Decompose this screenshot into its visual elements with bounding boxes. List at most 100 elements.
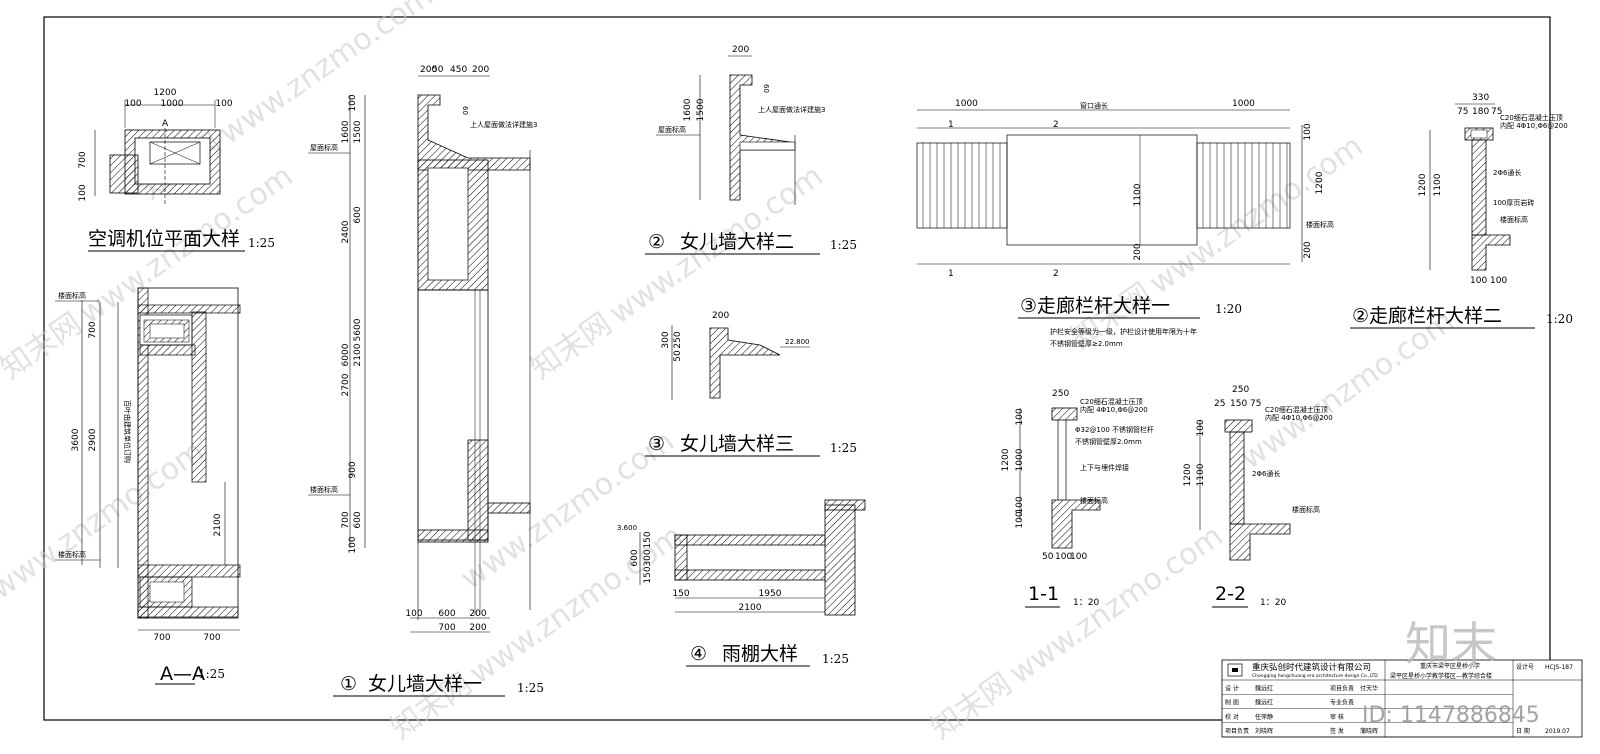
note-text: 上人屋面做法详建施3 xyxy=(470,120,537,129)
railing-detail-2: 330 75 180 75 C20细石混凝土压顶 内配 4Φ10,Φ6@200 … xyxy=(1350,93,1573,329)
note-text: 2Φ6通长 xyxy=(1252,469,1280,478)
note-text: C20细石混凝土压顶 xyxy=(1080,397,1143,406)
dim-label: 100 xyxy=(1070,552,1087,562)
dim-label: 1100 xyxy=(1133,183,1143,206)
title-block-cell: 魏远红 xyxy=(1255,699,1273,707)
level-label: 22.800 xyxy=(785,338,810,346)
dim-label: 窗口通长 xyxy=(1080,101,1108,110)
dim-label: 2700 xyxy=(341,373,351,396)
level-label: 屋面标高 xyxy=(310,143,338,152)
watermark-text: www.znzmo.com xyxy=(1235,304,1461,477)
detail-title: 女儿墙大样二 xyxy=(680,231,794,253)
dim-label: 50 xyxy=(1042,552,1054,562)
dim-label: 100 xyxy=(348,536,358,553)
section-1-1: 250 C20细石混凝土压顶 内配 4Φ10,Φ6@200 Φ32@100 不锈… xyxy=(1001,389,1154,608)
dim-label: 300 xyxy=(661,331,671,348)
dim-label: 1600 xyxy=(683,98,693,121)
level-label: 楼面标高 xyxy=(58,291,86,300)
drawing-no: HCJS-187 xyxy=(1545,664,1573,671)
level-label: 楼面标高 xyxy=(1292,505,1320,514)
title-block-cell: 刘晓辉 xyxy=(1255,727,1273,735)
railing-detail-1: 1000 1000 窗口通长 1 2 1 2 100 1200 1100 200… xyxy=(916,99,1334,348)
grid-label: 1 xyxy=(948,269,954,279)
dim-label: 700 xyxy=(341,511,351,528)
dim-label: 6000 xyxy=(341,343,351,366)
note-text: 百叶由建筑单位订购 xyxy=(123,400,132,463)
dim-label: 60 xyxy=(461,106,469,115)
title-block-cell: 设 计 xyxy=(1225,684,1239,692)
dim-label: 100 xyxy=(1015,496,1025,513)
dim-label: 100 xyxy=(1490,276,1507,286)
grid-label: 2 xyxy=(1053,120,1059,130)
dim-label: 250 xyxy=(1052,389,1069,399)
dim-label: 600 xyxy=(630,549,640,566)
grid-label: 1 xyxy=(948,120,954,130)
detail-title: A—A xyxy=(160,663,205,685)
dim-label: 200 xyxy=(469,609,486,619)
dim-label: 25 xyxy=(1214,399,1225,409)
title-block-cell: 审 核 xyxy=(1330,713,1344,721)
level-label: 楼面标高 xyxy=(1306,220,1334,229)
title-block-cell: 项目负责 xyxy=(1225,727,1249,735)
detail-scale: 1:25 xyxy=(198,667,225,681)
detail-scale: 1:25 xyxy=(822,652,849,666)
dim-label: 150 xyxy=(1230,399,1247,409)
detail-scale: 1:20 xyxy=(1546,312,1573,326)
dim-label: 1500 xyxy=(696,98,706,121)
dim-label: 50 xyxy=(432,65,444,75)
dim-label: 180 xyxy=(1472,107,1489,117)
dim-label: 75 xyxy=(1491,107,1502,117)
dim-label: 2900 xyxy=(88,428,98,451)
dim-label: 150 xyxy=(643,566,653,583)
note-text: 内配 4Φ10,Φ6@200 xyxy=(1265,413,1333,422)
ac-plan-detail: 1200 100 1000 100 700 100 A 空调机位平面大样 1:2… xyxy=(78,88,275,252)
dim-label: 1200 xyxy=(1315,171,1325,194)
detail-number: ① xyxy=(340,673,357,695)
dim-label: 250 xyxy=(1232,385,1249,395)
parapet-detail-3: 200 300 250 50 22.800 ③ 女儿墙大样三 1:25 xyxy=(645,311,857,457)
note-text: 上人屋面做法详建施3 xyxy=(758,105,825,114)
watermark-id: ID: 1147886845 xyxy=(1362,703,1540,728)
dim-label: 200 xyxy=(1133,243,1143,260)
dim-label: 100 xyxy=(348,94,358,111)
project-name: 梁平区星桥小学教学楼区—教学综合楼 xyxy=(1390,672,1492,680)
title-block-cell: 制 图 xyxy=(1225,699,1239,707)
parapet-detail-1: 200 50 450 200 100 1600 1500 2400 600 60… xyxy=(308,65,544,697)
grid-label: 2 xyxy=(1053,269,1059,279)
level-label: 3.600 xyxy=(617,524,637,532)
dim-label: 75 xyxy=(1250,399,1261,409)
title-block-cell: 专业负责 xyxy=(1330,699,1354,707)
note-text: Φ32@100 不锈钢管栏杆 xyxy=(1075,425,1154,434)
company-logo-icon xyxy=(1227,663,1243,677)
dim-label: 250 xyxy=(673,331,683,348)
dim-label: 1100 xyxy=(1196,463,1206,486)
level-label: 屋面标高 xyxy=(658,125,686,134)
dim-label: 1200 xyxy=(1001,448,1011,471)
detail-number: ④ xyxy=(690,643,707,665)
dim-label: 200 xyxy=(1303,241,1313,258)
dim-label: 1000 xyxy=(1232,99,1255,109)
dim-label: 100 xyxy=(1015,511,1025,528)
dim-label: 600 xyxy=(353,206,363,223)
detail-title: ②走廊栏杆大样二 xyxy=(1352,305,1502,327)
company-name: 重庆弘创时代建筑设计有限公司 xyxy=(1252,662,1371,673)
title-block-cell: 任萍静 xyxy=(1255,713,1273,721)
title-block-rows: 设 计魏远红项目负责付天华制 图魏远红专业负责校 对任萍静审 核项目负责刘晓辉签… xyxy=(1222,684,1513,738)
note-text: 护栏安全等级为一级，护栏设计使用年限为十年 xyxy=(1050,327,1197,336)
dim-label: 900 xyxy=(348,461,358,478)
note-text: 100厚页岩砖 xyxy=(1493,198,1534,207)
detail-number: ③ xyxy=(648,433,665,455)
dim-label: 2400 xyxy=(341,220,351,243)
dim-label: 1000 xyxy=(161,99,184,109)
detail-scale: 1：20 xyxy=(1260,598,1286,608)
dim-label: 75 xyxy=(1457,107,1468,117)
detail-scale: 1:20 xyxy=(1215,302,1242,316)
dim-label: 1200 xyxy=(1183,463,1193,486)
title-block-cell: 校 对 xyxy=(1225,713,1239,721)
level-label: 楼面标高 xyxy=(58,550,86,559)
level-label: 楼面标高 xyxy=(310,485,338,494)
dim-label: 100 xyxy=(1196,419,1206,436)
section-mark: A xyxy=(162,119,169,129)
detail-scale: 1:25 xyxy=(248,236,275,250)
detail-scale: 1：20 xyxy=(1073,598,1099,608)
